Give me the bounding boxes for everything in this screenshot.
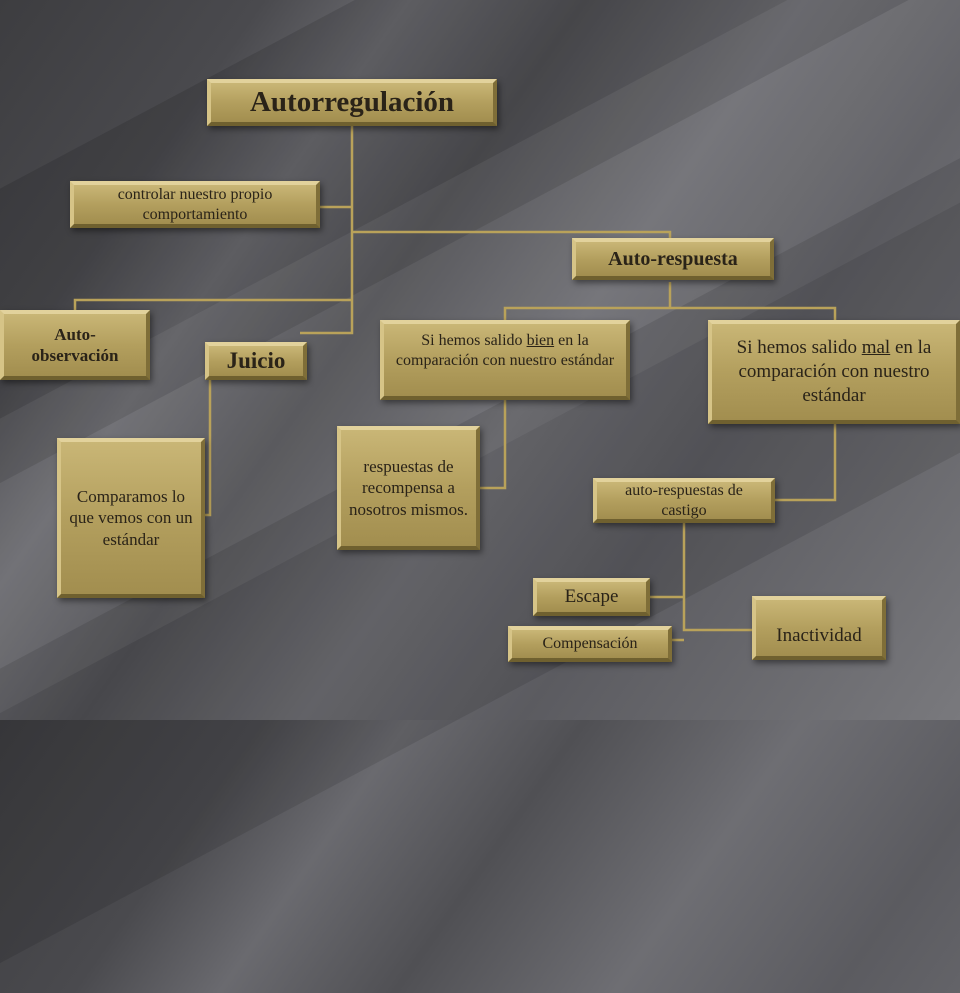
node-controlar-comportamiento: controlar nuestro propio comportamiento — [70, 181, 320, 228]
connector-autorespuesta-branches — [503, 282, 837, 322]
connector-root-trunk — [300, 124, 354, 335]
mal-text-before: Si hemos salido — [736, 337, 862, 358]
node-auto-observacion: Auto- observación — [0, 310, 150, 380]
node-escape: Escape — [533, 578, 650, 616]
node-respuestas-recompensa: respuestas de recompensa a nosotros mism… — [337, 426, 480, 550]
auto-observacion-line2: observación — [31, 346, 119, 365]
node-inactividad: Inactividad — [752, 596, 886, 660]
bien-keyword: bien — [526, 332, 555, 349]
connector-juicio-desc — [203, 378, 212, 517]
node-compensacion: Compensación — [508, 626, 672, 662]
connector-root-observacion — [73, 298, 352, 312]
connector-bien-recompensa — [478, 398, 507, 490]
connector-lines — [73, 124, 837, 642]
connector-root-autorespuesta — [352, 230, 672, 240]
node-comparamos-estandar: Comparamos lo que vemos con un estándar — [57, 438, 205, 598]
node-auto-respuesta: Auto-respuesta — [572, 238, 774, 280]
bien-text-before: Si hemos salido — [421, 332, 527, 349]
bien-text-after: en la comparación con nuestro estándar — [395, 332, 615, 369]
node-juicio: Juicio — [205, 342, 307, 380]
node-salido-bien: Si hemos salido bien en la comparación c… — [380, 320, 630, 400]
node-auto-respuestas-castigo: auto-respuestas de castigo — [593, 478, 775, 523]
auto-observacion-line1: Auto- — [54, 324, 96, 344]
connector-mal-castigo — [773, 422, 837, 502]
connector-castigo-children — [648, 521, 755, 642]
mal-keyword: mal — [861, 337, 891, 358]
node-salido-mal: Si hemos salido mal en la comparación co… — [708, 320, 960, 424]
node-autorregulacion: Autorregulación — [207, 79, 497, 126]
mal-text-after: en la comparación con nuestro estándar — [738, 337, 932, 406]
